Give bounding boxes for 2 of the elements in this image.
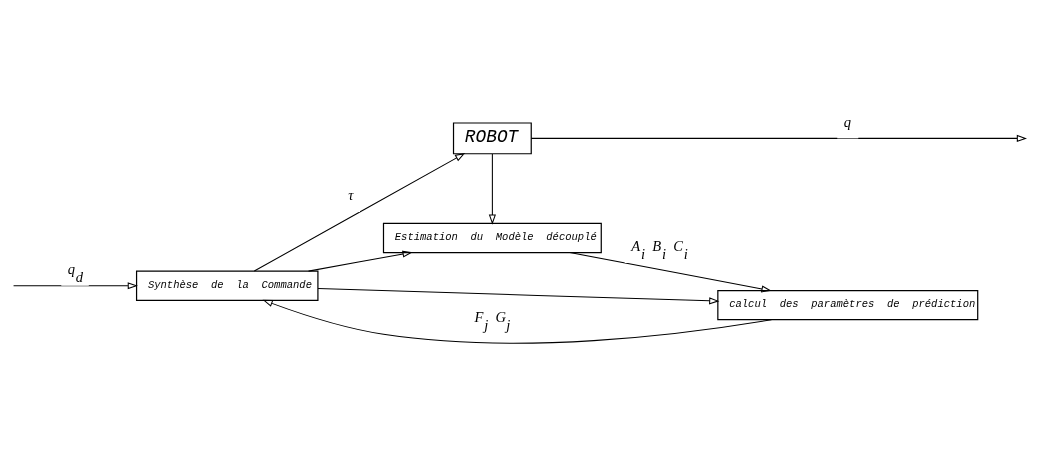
- edge-label: q: [843, 113, 852, 130]
- edge-label: τ: [348, 186, 354, 203]
